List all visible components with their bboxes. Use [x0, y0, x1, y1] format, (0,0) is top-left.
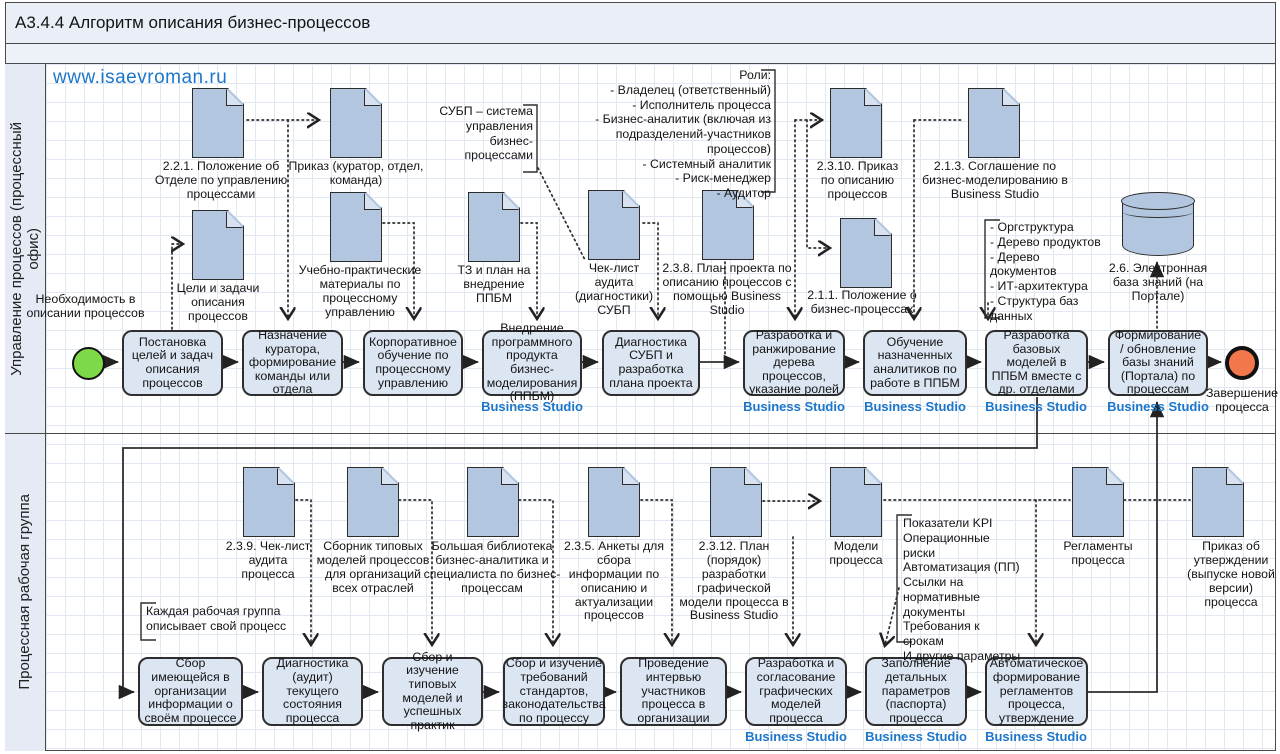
annotation-kpi-parameters: Показатели KPI Операционные риски Автома…: [903, 516, 1021, 663]
document-label: 2.3.12. План (порядок) разработки графич…: [679, 539, 789, 623]
document-label: Большая библиотека бизнес-аналитика и сп…: [423, 539, 561, 595]
document-label: Приказ (куратор, отдел, команда): [288, 159, 424, 187]
document-label: ТЗ и план на внедрение ППБМ: [457, 263, 531, 305]
business-studio-badge: Business Studio: [985, 399, 1087, 414]
business-studio-badge: Business Studio: [745, 729, 847, 744]
diagram-title-bar: А3.4.4 Алгоритм описания бизнес-процессо…: [5, 2, 1276, 44]
document-icon: [710, 467, 762, 537]
document-label: Цели и задачи описания процессов: [176, 281, 260, 323]
end-event-icon: [1225, 346, 1259, 380]
task-auto-regulations: Автоматическое формирование регламентов …: [985, 657, 1088, 726]
task-implement-bpm-tool: Внедрение программного продукта бизнес-м…: [482, 321, 582, 403]
annotation-working-group: Каждая рабочая группа описывает свой про…: [146, 604, 287, 633]
document-icon: [192, 210, 244, 280]
business-studio-badge: Business Studio: [985, 729, 1087, 744]
data-associations: [172, 120, 1191, 645]
diagram-canvas-grid: [46, 64, 1275, 750]
task-knowledge-base: Формирование / обновление базы знаний (П…: [1108, 328, 1208, 396]
document-label: 2.2.1. Положение об Отделе по управлению…: [154, 159, 288, 201]
database-icon: [1121, 192, 1195, 256]
document-label: 2.3.8. План проекта по описанию процессо…: [662, 261, 792, 317]
document-icon: [830, 467, 882, 537]
page-title: А3.4.4 Алгоритм описания бизнес-процессо…: [15, 13, 371, 32]
document-label: 2.1.1. Положение о бизнес-процессах: [807, 288, 917, 316]
task-base-models: Разработка базовых моделей в ППБМ вместе…: [985, 328, 1088, 396]
task-train-analysts: Обучение назначенных аналитиков по работ…: [863, 330, 967, 396]
task-set-goals: Постановка целей и задач описания процес…: [122, 330, 223, 396]
task-audit-current-state: Диагностика (аудит) текущего состояния п…: [262, 657, 363, 726]
database-label: 2.6. Электронная база знаний (на Портале…: [1108, 261, 1208, 303]
task-study-models: Сбор и изучение типовых моделей и успешн…: [382, 650, 483, 732]
document-label: Учебно-практические материалы по процесс…: [298, 263, 422, 319]
task-study-standards: Сбор и изучение требований стандартов, з…: [502, 656, 606, 726]
document-label: 2.3.10. Приказ по описанию процессов: [816, 159, 899, 201]
end-event-label: Завершение процесса: [1205, 386, 1279, 415]
lane-divider: [5, 433, 1276, 434]
task-fill-passport: Заполнение детальных параметров (паспорт…: [865, 657, 967, 726]
document-icon: [467, 467, 519, 537]
sequence-flows: [102, 261, 1222, 700]
document-icon: [1192, 467, 1244, 537]
document-icon: [243, 467, 295, 537]
document-label: Сборник типовых моделей процессов для ор…: [316, 539, 430, 595]
document-icon: [830, 88, 882, 158]
watermark-url: www.isaevroman.ru: [53, 67, 228, 88]
document-label: Модели процесса: [829, 539, 883, 567]
document-icon: [1072, 467, 1124, 537]
document-label: Приказ об утверждении (выпуске новой вер…: [1187, 539, 1275, 609]
task-interviews: Проведение интервью участников процесса …: [620, 657, 727, 726]
business-studio-badge: Business Studio: [743, 399, 845, 414]
document-label: Регламенты процесса: [1063, 539, 1133, 567]
task-collect-info: Сбор имеющейся в организации информации …: [138, 657, 243, 726]
annotation-roles: Роли: - Владелец (ответственный) - Испол…: [595, 68, 771, 200]
task-graphic-models: Разработка и согласование графических мо…: [745, 657, 847, 726]
lane-label-bottom: Процессная рабочая группа: [5, 433, 46, 751]
annotation-subp: СУБП – система управления бизнес-процесс…: [439, 104, 533, 163]
task-corporate-training: Корпоративное обучение по процессному уп…: [363, 330, 463, 396]
task-appoint-curator: Назначение куратора, формирование команд…: [242, 328, 343, 396]
business-studio-badge: Business Studio: [865, 729, 967, 744]
business-studio-badge: Business Studio: [1107, 399, 1209, 414]
document-icon: [840, 218, 892, 288]
business-studio-badge: Business Studio: [864, 399, 966, 414]
document-label: 2.3.9. Чек-лист аудита процесса: [225, 539, 311, 581]
annotation-model-contents: - Оргструктура - Дерево продуктов - Дере…: [990, 220, 1101, 323]
document-label: Чек-лист аудита (диагностики) СУБП: [574, 261, 654, 317]
lane-label-top: Управление процессов (процессный офис): [5, 64, 46, 433]
start-event-label: Необходимость в описании процессов: [26, 292, 145, 321]
document-icon: [468, 192, 520, 262]
business-studio-badge: Business Studio: [481, 399, 583, 414]
annotation-brackets: [140, 69, 1000, 643]
task-process-tree: Разработка и ранжирование дерева процесс…: [743, 328, 845, 396]
task-diagnose-subp: Диагностика СУБП и разработка плана прое…: [602, 330, 700, 396]
document-label: 2.1.3. Соглашение по бизнес-моделировани…: [922, 159, 1068, 201]
document-icon: [330, 192, 382, 262]
pool-header-band: [5, 44, 1276, 64]
start-event-icon: [72, 347, 105, 380]
document-icon: [347, 467, 399, 537]
document-icon: [192, 88, 244, 158]
document-icon: [588, 467, 640, 537]
document-label: 2.3.5. Анкеты для сбора информации по оп…: [563, 539, 665, 623]
document-icon: [330, 88, 382, 158]
document-icon: [968, 88, 1020, 158]
